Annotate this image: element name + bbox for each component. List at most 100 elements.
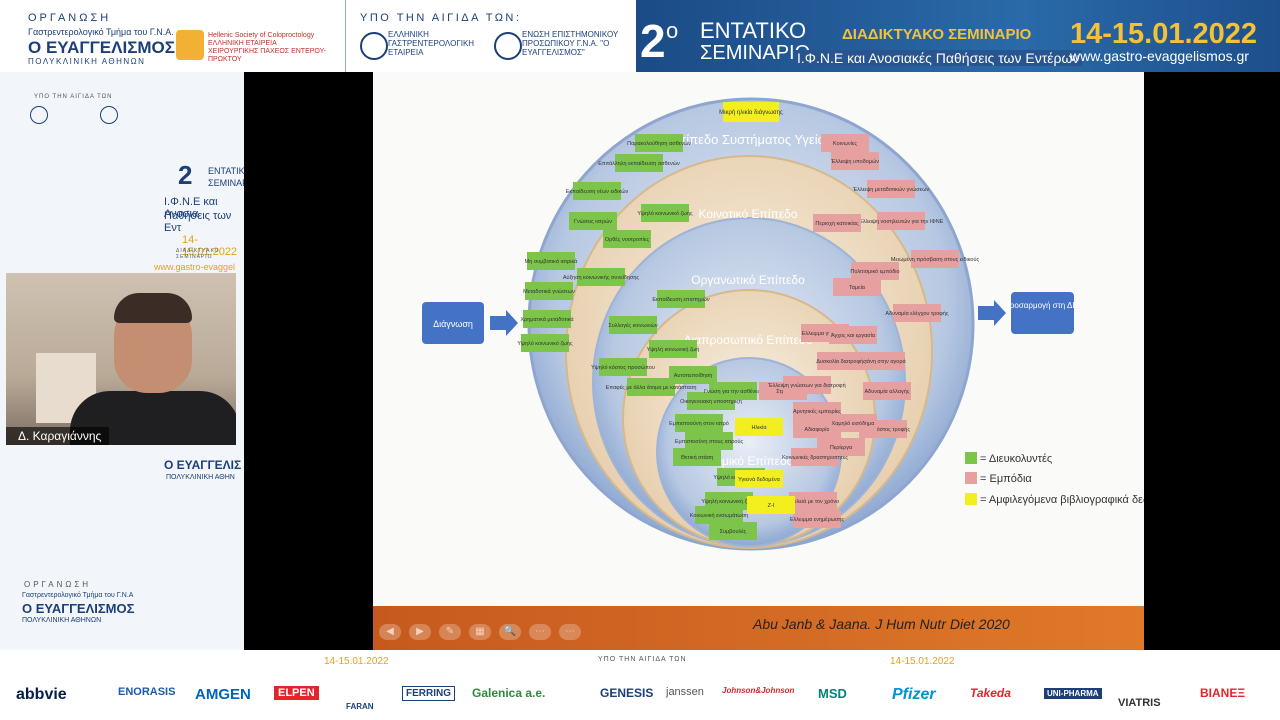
lp-entatiko: ΕΝΤΑΤΙΚ [208,166,245,176]
polyclinic-label: ΠΟΛΥΚΛΙΝΙΚΗ ΑΘΗΝΩΝ [28,57,146,66]
lp-seminario: ΣΕΜΙΝΑΡ [208,178,249,188]
red-factor-label: Πολιτισμικό εμπόδιο [850,268,899,275]
red-factor-label: Έλλειψη νοσηλευτών για την ΙΦΝΕ [858,218,944,225]
organizer-dept: Γαστρεντερολογικό Τμήμα του Γ.Ν.Α. [28,27,174,37]
green-factor-label: Οικογενειακή υποστήριξη [680,398,742,405]
sponsor-takeda: Takeda [970,686,1011,700]
lp-dept: Γαστρεντερολογικό Τμήμα του Γ.Ν.Α [22,592,134,599]
speaker-webcam[interactable]: Δ. Καραγιάννης [6,273,236,445]
red-factor-label-bg [863,382,911,400]
lp-society-logo-icon [30,106,48,124]
red-factor-label-bg [793,510,841,528]
zoom-icon[interactable]: 🔍 [499,624,521,640]
green-factor-label-bg [521,334,569,352]
red-factor-label-bg [877,212,925,230]
green-factor-label: Επαφές με άλλα άτομα με κατάσταση [606,384,697,391]
green-factor-label-bg [673,448,721,466]
green-factor-label-bg [599,358,647,376]
prev-slide-icon[interactable]: ◀ [379,624,401,640]
aegis-title: ΥΠΟ ΤΗΝ ΑΙΓΙΔΑ ΤΩΝ: [360,12,522,24]
legend-ambiguous: = Αμφιλεγόμενα βιβλιογραφικά δεδομένα [980,494,1144,506]
lp-organizer: ΟΡΓΑΝΩΣΗ [24,580,92,589]
seminar-banner: 2 ο ΕΝΤΑΤΙΚΟ ΣΕΜΙΝΑΡΙΟ ΔΙΑΔΙΚΤΥΑΚΟ ΣΕΜΙΝ… [636,0,1280,72]
yellow-label-top-bg [723,102,779,122]
sponsor-unipharma: UNI-PHARMA [1044,688,1102,699]
legend-swatch-green [965,452,977,464]
red-factor-label-bg [831,152,879,170]
green-factor-label: Υψηλό κόστος προσώπου [591,364,655,371]
green-factor-label: Θετική στάση [681,454,714,461]
red-factor-label: Κοινωνίες [833,141,857,147]
level-organizational-title: Οργανωτικό Επίπεδο [691,273,805,287]
sponsor-janssen: janssen [666,686,704,698]
banner-topic: Ι.Φ.Ν.Ε και Ανοσιακές Παθήσεις των Εντέρ… [794,50,1083,66]
sponsor-elpen: ELPEN [274,686,319,700]
green-factor-label: Εμπιστοσύνη στον ιατρό [669,420,729,427]
red-factor-label-bg [783,376,831,394]
banner-url[interactable]: www.gastro-evaggelismos.gr [1070,48,1249,64]
sponsors-bar: 14-15.01.2022 ΥΠΟ ΤΗΝ ΑΙΓΙΔΑ ΤΩΝ 14-15.0… [0,650,1280,720]
red-factor-label: Ελλειμμα ενημέρωσης [790,516,845,523]
aegis-society-1: ΕΛΛΗΝΙΚΗ ΓΑΣΤΡΕΝΤΕΡΟΛΟΓΙΚΗ ΕΤΑΙΡΕΙΑ [388,30,475,57]
level-community-title: Κοινοτικό Επίπεδο [699,207,798,221]
grid-icon[interactable]: ▦ [469,624,491,640]
aegis-block: ΥΠΟ ΤΗΝ ΑΙΓΙΔΑ ΤΩΝ: ΕΛΛΗΝΙΚΗ ΓΑΣΤΡΕΝΤΕΡΟ… [345,0,636,72]
red-factor-label: Ελλειμμα γνώσεων [802,330,849,337]
green-factor-label-bg [675,414,723,432]
green-factor-label-bg [685,432,733,450]
hospital-name: Ο ΕΥΑΓΓΕΛΙΣΜΟΣ [28,38,175,57]
banner-seminario: ΣΕΜΙΝΑΡΙΟ [700,42,811,64]
red-factor-label: Αδυναμία αλλαγής [864,388,909,395]
more-options-icon[interactable]: ⋯ [559,624,581,640]
red-factor-label-bg [867,180,915,198]
green-factor-label: Γνώση για την ασθένεια [704,388,763,395]
socio-ecological-diagram: Επίπεδο Συστήματος Υγείας Κοινοτικό Επίπ… [422,97,1179,551]
green-factor-label: Ορθές νοοτροπίες [605,236,650,243]
adaptation-box [1011,292,1074,334]
green-factor-label: Χρηματικά μεταδοτικά [520,316,574,323]
green-factor-label: Εμπιστοσύνη στους ιατρούς [675,438,744,445]
green-factor-label: Μη συμβατικά ιατρικά [525,258,578,265]
diagnosis-box-label: Διάγνωση [433,319,473,329]
legend-swatch-red [965,472,977,484]
green-factor-label: Υψηλή κοινωνική ζωή [647,346,700,353]
green-factor-label-bg [525,282,573,300]
legend-facilitators: = Διευκολυντές [980,453,1052,465]
next-slide-icon[interactable]: ▶ [409,624,431,640]
red-factor-label-bg [857,352,905,370]
lp-union-logo-icon [100,106,118,124]
green-factor-label: Συμβουλές [720,528,747,535]
green-factor-label-bg [627,378,675,396]
red-factor-label: Κοινωνικές δραστηριότητες [782,454,848,461]
sponsor-genesis: GENESIS [600,686,654,700]
green-factor-label: Εκπαίδευση νέων ειδικών [566,188,629,195]
organizer-label: ΟΡΓΑΝΩΣΗ [28,12,112,24]
red-factor-label-bg [817,352,865,370]
yellow-label-top: Μικρή ηλικία διάγνωσης [719,109,783,116]
lp-date: 14-15.01.2022 [182,234,238,258]
red-factor-label: Περιοχή κατοικίας [815,220,859,227]
pen-icon[interactable]: ✎ [439,624,461,640]
lp-aegis-label: ΥΠΟ ΤΗΝ ΑΙΓΙΔΑ ΤΩΝ [34,94,113,100]
red-factor-label: Υψηλό κόστος τροφής [856,426,910,433]
sponsor-viatris: VIATRIS [1118,697,1161,709]
green-factor-label: Αύξηση κοινωνικής συνείδησης [563,274,640,281]
red-factor-label-bg [821,134,869,152]
green-factor-label: Συλλογές κοινωνιών [608,322,658,329]
green-factor-label: Παρακολούθηση ασθενών [627,140,691,147]
legend-barriers: = Εμπόδια [980,473,1032,485]
sponsor-ferring: FERRING [402,686,455,701]
banner-online-label: ΔΙΑΔΙΚΤΥΑΚΟ ΣΕΜΙΝΑΡΙΟ [842,26,1032,43]
sponsor-vianex: ΒΙΑΝΕΞ [1200,686,1246,700]
green-factor-label: Γνώσεις ιατρών [574,218,612,225]
staff-union-logo-icon [494,32,522,60]
red-factor-label: Αδυναμία ελέγχου τροφής [885,310,948,317]
presentation-slide: Επίπεδο Συστήματος Υγείας Κοινοτικό Επίπ… [373,72,1179,650]
adaptation-box-label: Προσαρμογή στη ΔΕΙ [1004,301,1080,310]
subtitle-icon[interactable]: ⋯ [529,624,551,640]
sponsor-jnj: Johnson&Johnson [722,686,795,695]
level-health-title: Επίπεδο Συστήματος Υγείας [669,132,832,147]
green-factor-label-bg [649,340,697,358]
